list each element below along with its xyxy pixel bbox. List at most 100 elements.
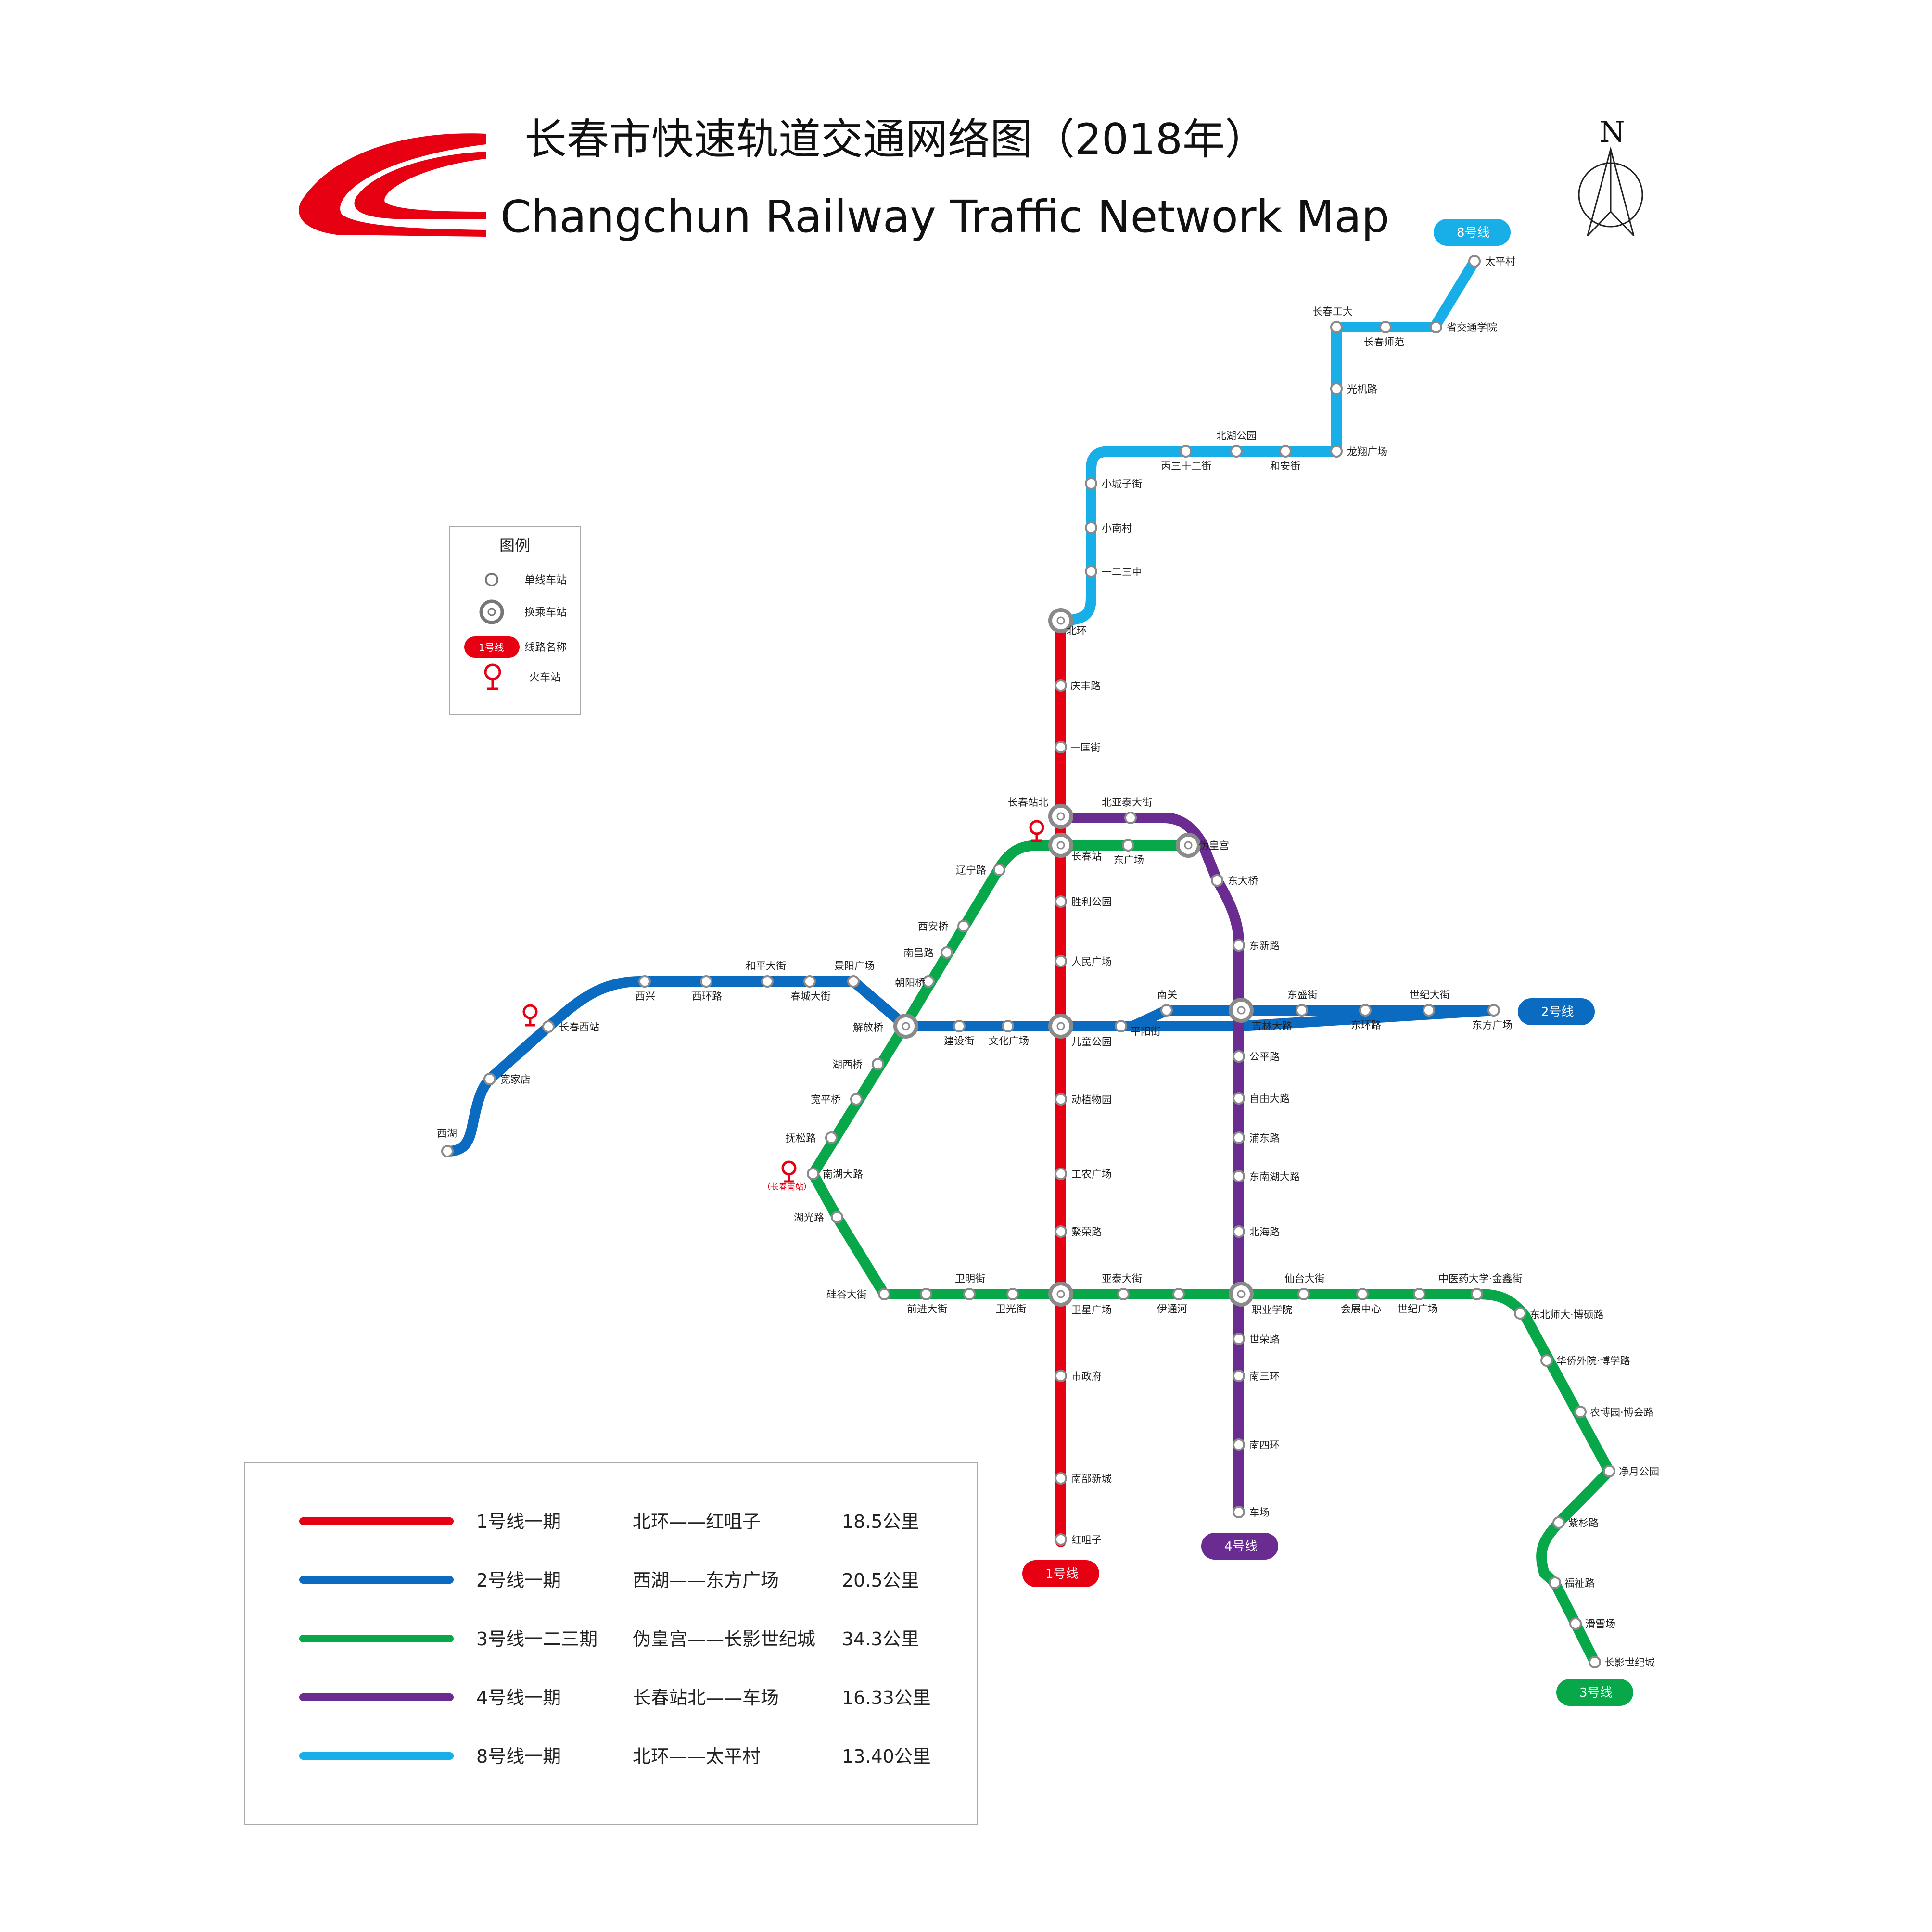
station[interactable]: 伊通河 <box>1157 1288 1187 1315</box>
line-length: 16.33公里 <box>842 1687 931 1708</box>
station[interactable]: 东方广场 <box>1472 1004 1513 1031</box>
station[interactable]: 卫星广场 <box>1048 1282 1112 1316</box>
station[interactable]: 南关 <box>1157 989 1177 1017</box>
station[interactable]: 儿童公园 <box>1048 1014 1112 1048</box>
station[interactable]: 湖西桥 <box>832 1058 884 1070</box>
station[interactable]: 小城子街 <box>1085 477 1142 490</box>
station[interactable]: 西环路 <box>692 975 722 1002</box>
station[interactable]: 一二三中 <box>1085 565 1142 578</box>
station[interactable]: 辽宁路 <box>956 864 1005 876</box>
station[interactable]: 伪皇宫 <box>1176 833 1229 858</box>
station[interactable]: 南湖大路 <box>807 1168 863 1180</box>
station[interactable]: 亚泰大街 <box>1102 1273 1142 1300</box>
station[interactable]: 北环 <box>1048 608 1087 636</box>
station[interactable]: 平阳街 <box>1115 1020 1161 1037</box>
line-badge[interactable]: 8号线 <box>1434 219 1511 246</box>
station[interactable]: 省交通学院 <box>1430 321 1497 333</box>
station-label: 长影世纪城 <box>1604 1657 1655 1668</box>
station[interactable]: 南四环 <box>1233 1438 1280 1451</box>
station-label: 世荣路 <box>1249 1334 1280 1345</box>
station[interactable]: 东广场 <box>1114 839 1144 866</box>
station[interactable]: 南昌路 <box>903 946 953 959</box>
station[interactable]: 太平村 <box>1468 255 1515 267</box>
station[interactable]: 北亚泰大街 <box>1102 797 1152 824</box>
line-badge[interactable]: 2号线 <box>1518 998 1595 1025</box>
station[interactable]: 胜利公园 <box>1055 895 1112 908</box>
station[interactable]: 长影世纪城 <box>1589 1656 1655 1668</box>
station[interactable]: 南三环 <box>1233 1370 1280 1382</box>
station[interactable]: 人民广场 <box>1055 955 1112 967</box>
station[interactable]: 宽平桥 <box>811 1093 863 1106</box>
station[interactable]: 长春师范 <box>1364 321 1404 348</box>
station[interactable]: 东大桥 <box>1211 874 1258 887</box>
station[interactable]: 南部新城 <box>1055 1472 1112 1485</box>
station[interactable]: 小南村 <box>1085 521 1132 534</box>
station[interactable]: 建设街 <box>944 1020 974 1047</box>
station[interactable]: 湖光路 <box>794 1211 843 1223</box>
station[interactable]: 长春站 <box>1048 833 1102 862</box>
station[interactable]: 农博园·博会路 <box>1574 1406 1654 1418</box>
line-badge[interactable]: 3号线 <box>1556 1679 1633 1706</box>
station[interactable]: 宽家店 <box>483 1073 531 1085</box>
station[interactable]: 世纪广场 <box>1398 1288 1438 1315</box>
station[interactable]: 西湖 <box>437 1128 457 1157</box>
station[interactable]: 世荣路 <box>1233 1333 1280 1345</box>
station[interactable]: 和平大街 <box>746 960 786 988</box>
station[interactable]: 硅谷大街 <box>826 1288 890 1300</box>
station[interactable]: 朝阳桥 <box>895 975 935 989</box>
station[interactable]: 华侨外院·博学路 <box>1540 1354 1630 1367</box>
station[interactable]: 世纪大街 <box>1410 989 1450 1017</box>
station[interactable]: 长春工大 <box>1312 306 1353 333</box>
station[interactable]: 卫光街 <box>996 1288 1026 1315</box>
line-badge[interactable]: 1号线 <box>1022 1560 1099 1587</box>
line-badge[interactable]: 4号线 <box>1201 1533 1278 1560</box>
station[interactable]: 景阳广场 <box>834 960 875 988</box>
station[interactable]: 丙三十二街 <box>1161 445 1211 472</box>
station[interactable]: 东盛街 <box>1287 989 1318 1017</box>
single-station-icon <box>1055 1225 1067 1238</box>
station[interactable]: 紫杉路 <box>1552 1516 1599 1529</box>
station[interactable]: 长春西站 <box>542 1020 599 1033</box>
station[interactable]: 红咀子 <box>1055 1533 1102 1546</box>
station[interactable]: 东新路 <box>1233 939 1280 952</box>
station[interactable]: 东北师大·博硕路 <box>1514 1307 1604 1321</box>
station[interactable]: 西安桥 <box>918 920 970 932</box>
station[interactable]: 和安街 <box>1270 445 1300 472</box>
station[interactable]: 西兴 <box>635 975 655 1002</box>
station[interactable]: 动植物园 <box>1055 1093 1112 1106</box>
station[interactable]: 吉林大路 <box>1229 998 1292 1032</box>
station[interactable]: 龙翔广场 <box>1330 445 1387 458</box>
station[interactable]: 文化广场 <box>989 1020 1029 1047</box>
station[interactable]: 中医药大学·金鑫街 <box>1438 1273 1523 1300</box>
station[interactable]: 北湖公园 <box>1216 430 1257 458</box>
station[interactable]: 车场 <box>1233 1506 1270 1518</box>
station[interactable]: 仙台大街 <box>1284 1273 1325 1300</box>
station[interactable]: 浦东路 <box>1233 1131 1280 1144</box>
station[interactable]: 滑雪场 <box>1569 1617 1615 1630</box>
station[interactable]: 东南湖大路 <box>1233 1170 1300 1182</box>
station[interactable]: 自由大路 <box>1233 1092 1290 1105</box>
station[interactable]: 公平路 <box>1233 1050 1280 1063</box>
station[interactable]: 工农广场 <box>1055 1168 1112 1180</box>
station[interactable]: 职业学院 <box>1229 1282 1292 1316</box>
station[interactable]: 北海路 <box>1233 1225 1280 1238</box>
station[interactable]: 福祉路 <box>1549 1576 1595 1589</box>
station[interactable]: 抚松路 <box>786 1131 838 1144</box>
station[interactable]: 卫明街 <box>955 1273 985 1300</box>
single-station-icon <box>1055 1370 1067 1382</box>
station[interactable]: 一匡街 <box>1055 741 1101 753</box>
station[interactable]: 春城大街 <box>790 975 831 1002</box>
station[interactable]: 市政府 <box>1055 1370 1102 1382</box>
station-label: 长春站北 <box>1008 797 1048 808</box>
station[interactable]: 繁荣路 <box>1055 1225 1102 1238</box>
single-station-icon <box>807 1168 819 1180</box>
single-station-icon <box>1468 255 1481 267</box>
station[interactable]: 长春站北 <box>1008 797 1073 829</box>
station[interactable]: 前进大街 <box>907 1288 947 1315</box>
station[interactable]: 庆丰路 <box>1055 679 1101 692</box>
station[interactable]: 净月公园 <box>1603 1465 1659 1477</box>
station[interactable]: 解放桥 <box>853 1014 918 1039</box>
station[interactable]: 光机路 <box>1330 382 1377 395</box>
station[interactable]: 会展中心 <box>1341 1288 1381 1315</box>
station[interactable]: 东环路 <box>1351 1004 1381 1031</box>
